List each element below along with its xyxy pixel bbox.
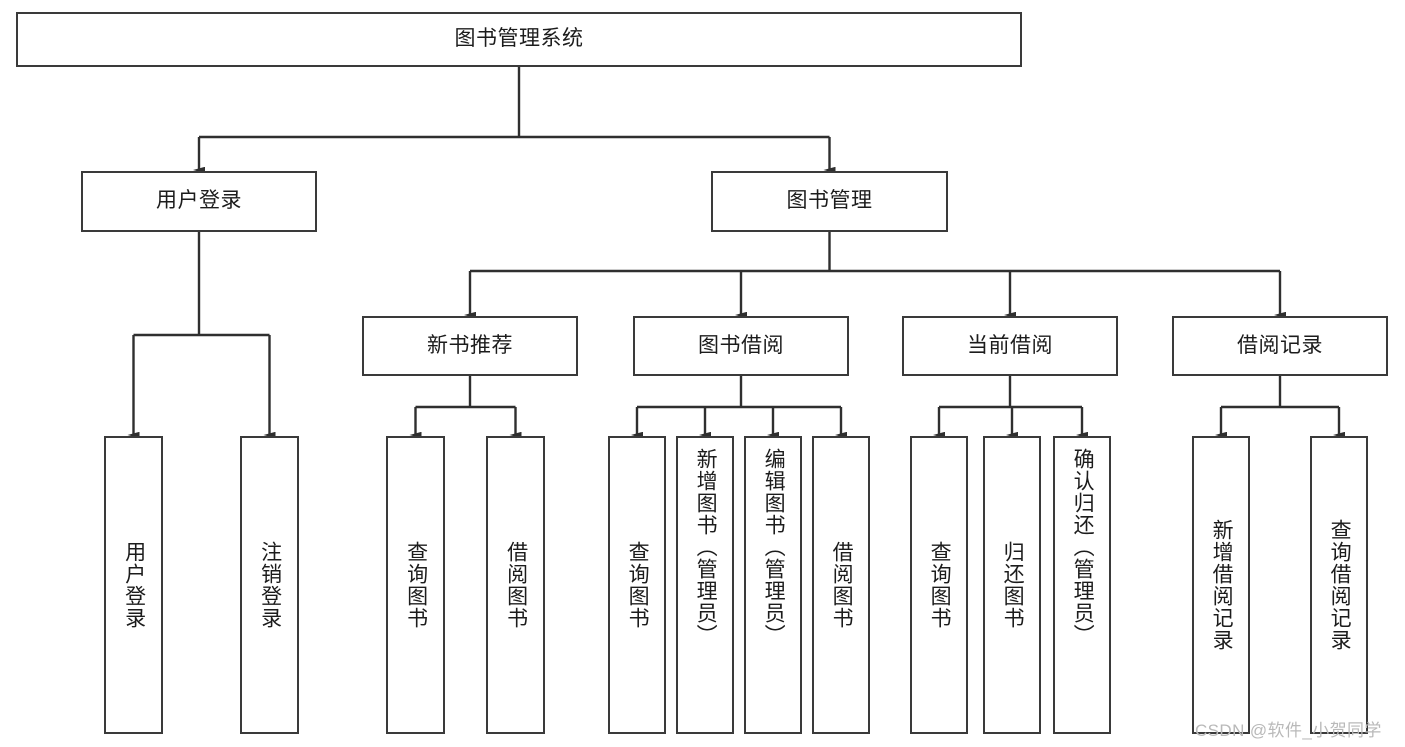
node-label: 图书管理 — [786, 189, 873, 213]
node-leaf-rc-add[interactable]: 新增借阅记录 — [1192, 436, 1250, 734]
node-leaf-user-login[interactable]: 用户登录 — [104, 436, 163, 734]
node-label: 借阅图书 — [504, 541, 528, 629]
node-leaf-cb-return[interactable]: 归还图书 — [983, 436, 1041, 734]
node-label: 注销登录 — [258, 541, 282, 629]
node-leaf-nb-query[interactable]: 查询图书 — [386, 436, 445, 734]
node-records[interactable]: 借阅记录 — [1172, 316, 1388, 376]
node-label: 编辑图书（管理员） — [762, 448, 786, 646]
node-current[interactable]: 当前借阅 — [902, 316, 1118, 376]
node-bookmgmt[interactable]: 图书管理 — [711, 171, 948, 232]
node-leaf-nb-borrow[interactable]: 借阅图书 — [486, 436, 545, 734]
node-leaf-bw-borrow[interactable]: 借阅图书 — [812, 436, 870, 734]
node-label: 用户登录 — [156, 189, 242, 213]
node-label: 查询图书 — [404, 541, 428, 629]
node-login[interactable]: 用户登录 — [81, 171, 317, 232]
node-borrow[interactable]: 图书借阅 — [633, 316, 849, 376]
node-label: 新增图书（管理员） — [694, 448, 718, 646]
node-label: 归还图书 — [1001, 541, 1025, 629]
node-leaf-cb-confirm[interactable]: 确认归还（管理员） — [1053, 436, 1111, 734]
edge-group — [127, 67, 1345, 439]
node-leaf-user-logout[interactable]: 注销登录 — [240, 436, 299, 734]
node-label: 图书借阅 — [698, 333, 784, 357]
watermark: CSDN @软件_小贺同学 — [1195, 721, 1382, 740]
node-label: 用户登录 — [122, 541, 146, 629]
node-leaf-bw-query[interactable]: 查询图书 — [608, 436, 666, 734]
node-label: 借阅图书 — [830, 541, 854, 629]
node-newbook[interactable]: 新书推荐 — [362, 316, 578, 376]
node-root[interactable]: 图书管理系统 — [16, 12, 1022, 67]
node-label: 新书推荐 — [427, 333, 513, 357]
node-label: 查询图书 — [928, 541, 952, 629]
node-leaf-rc-query[interactable]: 查询借阅记录 — [1310, 436, 1368, 734]
node-label: 新增借阅记录 — [1210, 519, 1234, 651]
node-label: 查询图书 — [626, 541, 650, 629]
node-label: 确认归还（管理员） — [1071, 448, 1095, 646]
node-label: 图书管理系统 — [454, 27, 584, 51]
node-label: 当前借阅 — [967, 333, 1053, 357]
node-label: 查询借阅记录 — [1328, 519, 1352, 651]
node-label: 借阅记录 — [1237, 333, 1323, 357]
node-leaf-bw-edit[interactable]: 编辑图书（管理员） — [744, 436, 802, 734]
node-leaf-bw-add[interactable]: 新增图书（管理员） — [676, 436, 734, 734]
node-leaf-cb-query[interactable]: 查询图书 — [910, 436, 968, 734]
